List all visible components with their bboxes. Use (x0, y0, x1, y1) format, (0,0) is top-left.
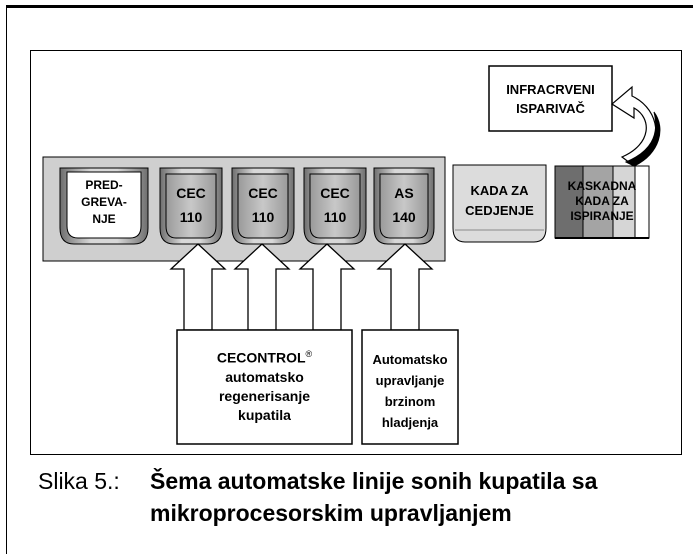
cascade-label-line: KASKADNA (567, 179, 637, 193)
tank-number: 110 (179, 209, 203, 225)
tank-number: 110 (251, 209, 275, 225)
tank-cec-1-label: CEC 110 (166, 181, 216, 229)
cecontrol-line: automatsko (225, 368, 304, 385)
tank-cec-1 (159, 167, 223, 245)
drain-label: KADA ZA CEDJENJE (453, 181, 546, 221)
tank-cec-2-label: CEC 110 (238, 181, 288, 229)
automatic-line: Automatsko (372, 352, 448, 367)
tank-cec-2 (231, 167, 295, 245)
preheat-label-line: GREVA- (81, 195, 127, 209)
ir-evaporator-box (488, 65, 613, 132)
cascade-label-line: KADA ZA (575, 194, 629, 208)
cascade-label-line: ISPIRANJE (570, 209, 634, 223)
ir-label-line: ISPARIVAČ (516, 101, 585, 116)
preheat-label-line: PRED- (85, 178, 123, 192)
tank-name: CEC (248, 185, 278, 201)
caption-line-2: mikroprocesorskim upravljanjem (150, 500, 512, 526)
ir-label-line: INFRACRVENI (506, 82, 595, 97)
tank-number: 140 (392, 209, 416, 225)
tank-cec-3-label: CEC 110 (310, 181, 360, 229)
top-rule (6, 5, 693, 8)
automatic-box (361, 329, 459, 445)
drain-tank (452, 164, 547, 243)
cecontrol-line: kupatila (238, 406, 291, 423)
tank-name: AS (394, 185, 414, 201)
automatic-label: Automatsko upravljanje brzinom hladjenja (362, 349, 458, 433)
cascade-label: KASKADNA KADA ZA ISPIRANJE (555, 179, 649, 224)
tank-name: CEC (320, 185, 350, 201)
cecontrol-line: regenerisanje (218, 387, 311, 404)
ir-label: INFRACRVENI ISPARIVAČ (489, 80, 612, 118)
left-rule (6, 8, 7, 554)
preheat-tank (59, 167, 149, 245)
automatic-line: hladjenja (381, 415, 439, 430)
tank-as (373, 167, 435, 245)
caption-prefix: Slika 5.: (38, 468, 120, 494)
caption-line-1: Šema automatske linije sonih kupatila sa (150, 468, 598, 494)
drain-label-line: CEDJENJE (465, 203, 534, 218)
cecontrol-title-line: CECONTROL® (177, 345, 352, 368)
cecontrol-label: CECONTROL® automatsko regenerisanje kupa… (177, 345, 352, 425)
automatic-line: upravljanje (375, 373, 445, 388)
automatic-line: brzinom (384, 394, 436, 409)
drain-label-line: KADA ZA (470, 183, 529, 198)
cecontrol-title: CECONTROL (216, 349, 306, 366)
cecontrol-box (176, 329, 353, 445)
cascade-tank (554, 165, 650, 239)
tank-number: 110 (323, 209, 347, 225)
tank-as-label: AS 140 (380, 181, 428, 229)
tank-name: CEC (176, 185, 206, 201)
preheat-label-line: NJE (92, 212, 116, 226)
tank-cec-3 (303, 167, 367, 245)
curved-arrow (610, 85, 661, 167)
preheat-label: PRED- GREVA- NJE (67, 177, 141, 228)
registered-mark: ® (305, 349, 313, 359)
